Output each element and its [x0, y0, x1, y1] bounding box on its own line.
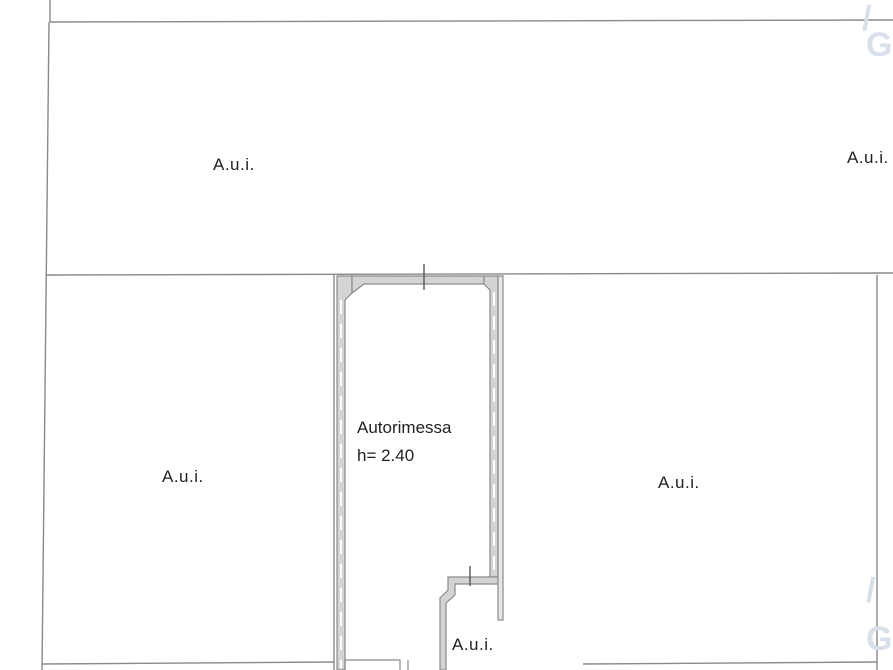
garage-right-wall [483, 275, 499, 578]
room-label-top-left: A.u.i. [213, 155, 255, 174]
garage-top-wall [351, 275, 485, 295]
top-band-bottom-line [49, 19, 893, 23]
garage-height: h= 2.40 [357, 446, 415, 465]
left-outer-wall [41, 21, 50, 670]
garage-outer-right-wall [497, 275, 504, 621]
watermark-fragment-top-g: G [866, 26, 893, 64]
garage-left-wall [336, 275, 353, 670]
mid-horizontal-wall [45, 272, 893, 276]
room-label-bottom-small: A.u.i. [452, 635, 494, 654]
room-label-middle-right: A.u.i. [658, 473, 700, 492]
garage-name: Autorimessa [357, 418, 452, 437]
bottom-left-line [41, 661, 335, 665]
garage-walls [336, 275, 504, 670]
bottom-box-left [344, 659, 401, 670]
room-label-middle-left: A.u.i. [162, 467, 204, 486]
garage-label: Autorimessa h= 2.40 [357, 414, 451, 470]
watermark-fragment-top: / [862, 0, 872, 38]
garage-step-wall [439, 576, 499, 670]
bottom-right-line [582, 661, 878, 665]
room-label-top-right: A.u.i. [847, 148, 889, 167]
watermark-fragment-bottom: / [866, 572, 876, 610]
watermark-fragment-bottom-g: G [866, 620, 893, 658]
